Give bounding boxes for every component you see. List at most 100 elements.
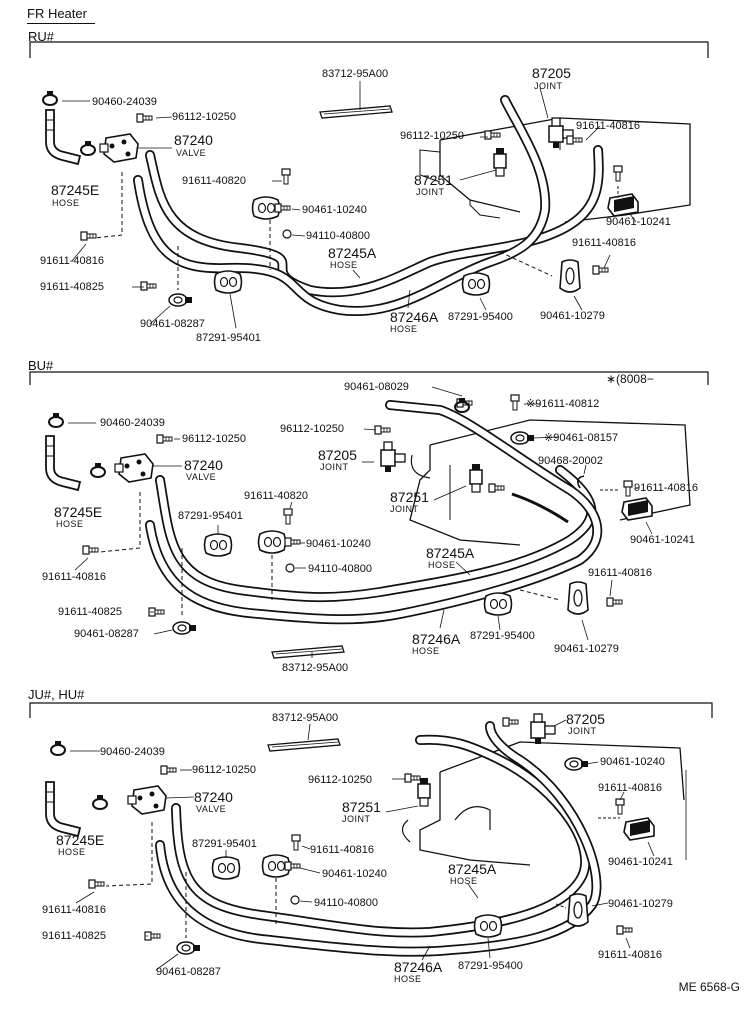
bu-part-96112-10250: 96112-10250	[182, 433, 247, 445]
ru-part-87291-95401: 87291-95401	[196, 332, 261, 344]
catalog-code: ME 6568-G	[678, 980, 740, 994]
ju-part-87291-95400: 87291-95400	[458, 960, 523, 972]
bu-part-87245E-name: HOSE	[56, 519, 84, 529]
bu-part-90468-20002: 90468-20002	[538, 455, 603, 467]
bu-part-91611-40816-b: 91611-40816	[634, 482, 699, 494]
ju-part-87240: 87240	[194, 789, 233, 805]
ju-part-91611-40816-d: 91611-40816	[598, 949, 663, 961]
ru-part-90461-08287: 90461-08287	[140, 318, 205, 330]
title-underline	[27, 23, 95, 24]
ru-part-87246A-name: HOSE	[390, 324, 418, 334]
ju-part-91611-40816: 91611-40816	[310, 844, 375, 856]
ju-part-90461-08287: 90461-08287	[156, 966, 221, 978]
bu-part-87291-95400: 87291-95400	[470, 630, 535, 642]
ru-part-96112-10250: 96112-10250	[172, 111, 237, 123]
bu-part-90461-10241: 90461-10241	[630, 534, 695, 546]
section-note-bu: ∗(8008−	[606, 372, 654, 386]
bu-part-87291-95401: 87291-95401	[178, 510, 243, 522]
bu-part-87251: 87251	[390, 489, 429, 505]
ju-part-94110-40800: 94110-40800	[314, 897, 379, 909]
ru-part-87240: 87240	[174, 132, 213, 148]
ju-part-87246A: 87246A	[394, 959, 443, 975]
ru-part-87240-name: VALVE	[176, 148, 207, 158]
bu-part-91611-40816: 91611-40816	[42, 571, 107, 583]
bu-part-96112-10250-joint: 96112-10250	[280, 423, 345, 435]
ru-part-87245E: 87245E	[51, 182, 100, 198]
bu-part-87246A: 87246A	[412, 631, 461, 647]
ju-part-87205-name: JOINT	[568, 726, 597, 736]
bu-part-87245A-name: HOSE	[428, 560, 456, 570]
bu-part-87245A: 87245A	[426, 545, 475, 561]
ru-part-94110-40800: 94110-40800	[306, 230, 371, 242]
ju-part-87251-name: JOINT	[342, 814, 371, 824]
ju-part-87245E-name: HOSE	[58, 847, 86, 857]
bu-part-91611-40820: 91611-40820	[244, 490, 309, 502]
bu-part-90461-08287: 90461-08287	[74, 628, 139, 640]
bu-part-94110-40800: 94110-40800	[308, 563, 373, 575]
ju-part-87291-95401: 87291-95401	[192, 838, 257, 850]
ru-part-90461-10241: 90461-10241	[606, 216, 671, 228]
ru-part-87205-name: JOINT	[534, 81, 563, 91]
section-label-ru: RU#	[28, 29, 55, 44]
ju-part-90461-10241: 90461-10241	[608, 856, 673, 868]
ju-part-87205: 87205	[566, 711, 605, 727]
ru-part-87245A-name: HOSE	[330, 260, 358, 270]
ju-part-90461-10240: 90461-10240	[322, 868, 387, 880]
ru-part-87245A: 87245A	[328, 245, 377, 261]
section-label-ju: JU#, HU#	[28, 687, 85, 702]
bu-part-90461-10279: 90461-10279	[554, 643, 619, 655]
bu-part-87245E: 87245E	[54, 504, 103, 520]
ju-part-83712-95A00: 83712-95A00	[272, 712, 339, 724]
ju-part-90461-10240-b: 90461-10240	[600, 756, 665, 768]
bu-part-87246A-name: HOSE	[412, 646, 440, 656]
ru-part-90460-24039: 90460-24039	[92, 96, 157, 108]
bu-part-87240-name: VALVE	[186, 472, 217, 482]
ju-part-87251: 87251	[342, 799, 381, 815]
bu-part-90460-24039: 90460-24039	[100, 417, 165, 429]
ju-part-87246A-name: HOSE	[394, 974, 422, 984]
ru-part-87251: 87251	[414, 172, 453, 188]
ju-part-91611-40825: 91611-40825	[42, 930, 107, 942]
bu-part-83712-95A00: 83712-95A00	[282, 662, 349, 674]
section-label-bu: BU#	[28, 358, 54, 373]
section-ju-drawing	[29, 702, 713, 971]
bu-part-87240: 87240	[184, 457, 223, 473]
bu-part-87205: 87205	[318, 447, 357, 463]
ju-part-87245A-name: HOSE	[450, 876, 478, 886]
ru-part-90461-10279: 90461-10279	[540, 310, 605, 322]
section-ru-drawing	[29, 41, 709, 329]
ru-part-87246A: 87246A	[390, 309, 439, 325]
ju-part-87245A: 87245A	[448, 861, 497, 877]
section-bu-drawing	[29, 371, 709, 659]
bu-part-91611-40825: 91611-40825	[58, 606, 123, 618]
ru-part-87245E-name: HOSE	[52, 198, 80, 208]
ru-part-83712-95A00: 83712-95A00	[322, 68, 389, 80]
ju-part-87240-name: VALVE	[196, 804, 227, 814]
ru-part-91611-40816: 91611-40816	[40, 255, 105, 267]
bu-part-91611-40816-c: 91611-40816	[588, 567, 653, 579]
ru-part-87205: 87205	[532, 65, 571, 81]
bu-part-87205-name: JOINT	[320, 462, 349, 472]
ju-part-96112-10250: 96112-10250	[192, 764, 257, 776]
ju-part-90461-10279: 90461-10279	[608, 898, 673, 910]
ju-part-87245E: 87245E	[56, 832, 105, 848]
ru-part-91611-40820: 91611-40820	[182, 175, 247, 187]
diagram-title: FR Heater	[27, 6, 87, 21]
bu-part-87251-name: JOINT	[390, 504, 419, 514]
ru-part-87251-name: JOINT	[416, 187, 445, 197]
bu-part-90461-08157: ※90461-08157	[544, 432, 619, 444]
bu-part-91611-40812: ※91611-40812	[526, 398, 600, 410]
ru-part-90461-10240: 90461-10240	[302, 204, 367, 216]
ju-part-90460-24039: 90460-24039	[100, 746, 165, 758]
bu-part-90461-08029: 90461-08029	[344, 381, 409, 393]
ju-part-91611-40816-c: 91611-40816	[598, 782, 663, 794]
ru-part-91611-40816-b: 91611-40816	[576, 120, 641, 132]
ru-part-91611-40816-c: 91611-40816	[572, 237, 637, 249]
ju-part-96112-10250-joint: 96112-10250	[308, 774, 373, 786]
ju-part-91611-40816-b: 91611-40816	[42, 904, 107, 916]
ru-part-96112-10250-joint: 96112-10250	[400, 130, 465, 142]
bu-part-90461-10240: 90461-10240	[306, 538, 371, 550]
ru-part-91611-40825: 91611-40825	[40, 281, 105, 293]
